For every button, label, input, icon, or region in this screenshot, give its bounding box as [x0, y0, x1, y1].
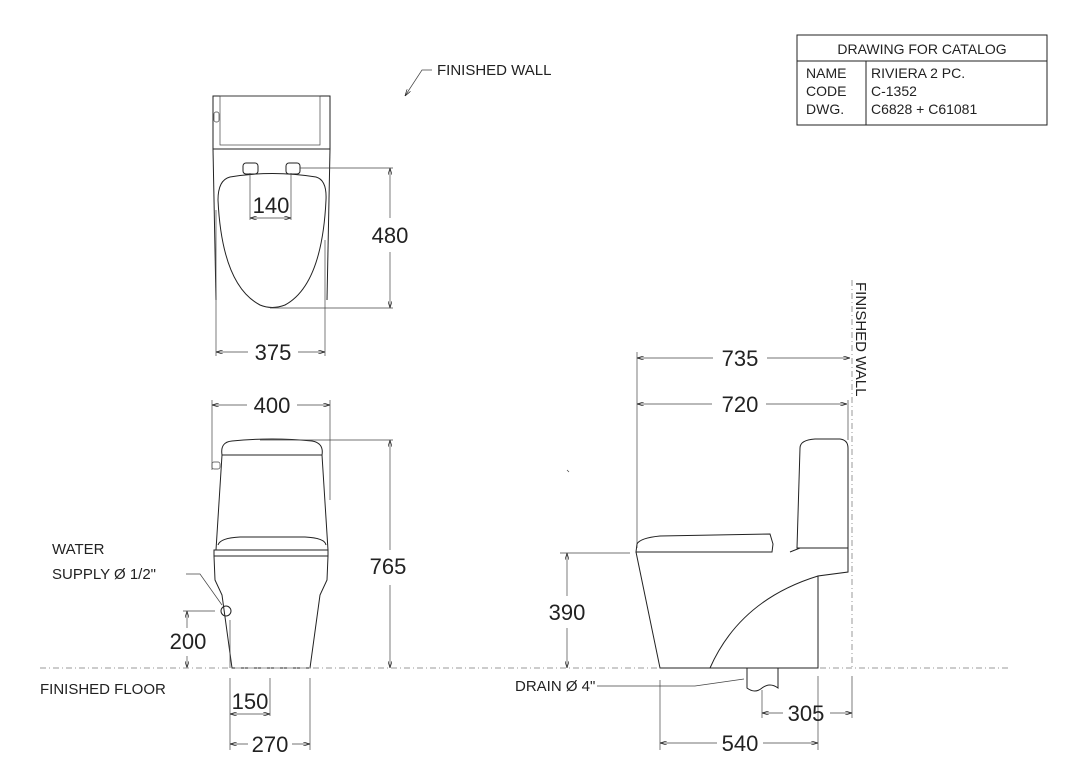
top-view: FINISHED WALL 140 480 375	[212, 62, 551, 365]
finished-wall-label-top: FINISHED WALL	[437, 62, 551, 79]
dim-150: 150	[232, 689, 269, 714]
dim-375: 375	[255, 340, 292, 365]
dim-390: 390	[549, 600, 586, 625]
drain-label: DRAIN Ø 4"	[515, 678, 595, 695]
dim-140: 140	[253, 193, 290, 218]
title-dwg-value: C6828 + C61081	[871, 101, 977, 117]
title-block-heading: DRAWING FOR CATALOG	[837, 41, 1006, 57]
title-block: DRAWING FOR CATALOG NAME RIVIERA 2 PC. C…	[796, 34, 1048, 126]
dim-540: 540	[722, 731, 759, 756]
dim-270: 270	[252, 732, 289, 757]
title-dwg-key: DWG.	[806, 101, 844, 117]
water-supply-label-1: WATER	[52, 541, 105, 558]
dim-200: 200	[170, 629, 207, 654]
dim-480: 480	[372, 223, 409, 248]
dim-765: 765	[370, 554, 407, 579]
side-view: FINISHED WALL 735 720 390 DRAIN Ø 4" 305…	[515, 280, 869, 756]
front-view: 400 765 WATER SUPPLY Ø 1/2" 200 FINISHED…	[40, 393, 406, 757]
dim-305: 305	[788, 701, 825, 726]
title-name-key: NAME	[806, 65, 846, 81]
finished-wall-label-side: FINISHED WALL	[852, 282, 869, 396]
finished-floor-label: FINISHED FLOOR	[40, 681, 166, 698]
title-code-value: C-1352	[871, 83, 917, 99]
dim-735: 735	[722, 346, 759, 371]
title-code-key: CODE	[806, 83, 846, 99]
dim-720: 720	[722, 392, 759, 417]
water-supply-label-2: SUPPLY Ø 1/2"	[52, 566, 156, 583]
dim-400: 400	[254, 393, 291, 418]
title-name-value: RIVIERA 2 PC.	[871, 65, 965, 81]
